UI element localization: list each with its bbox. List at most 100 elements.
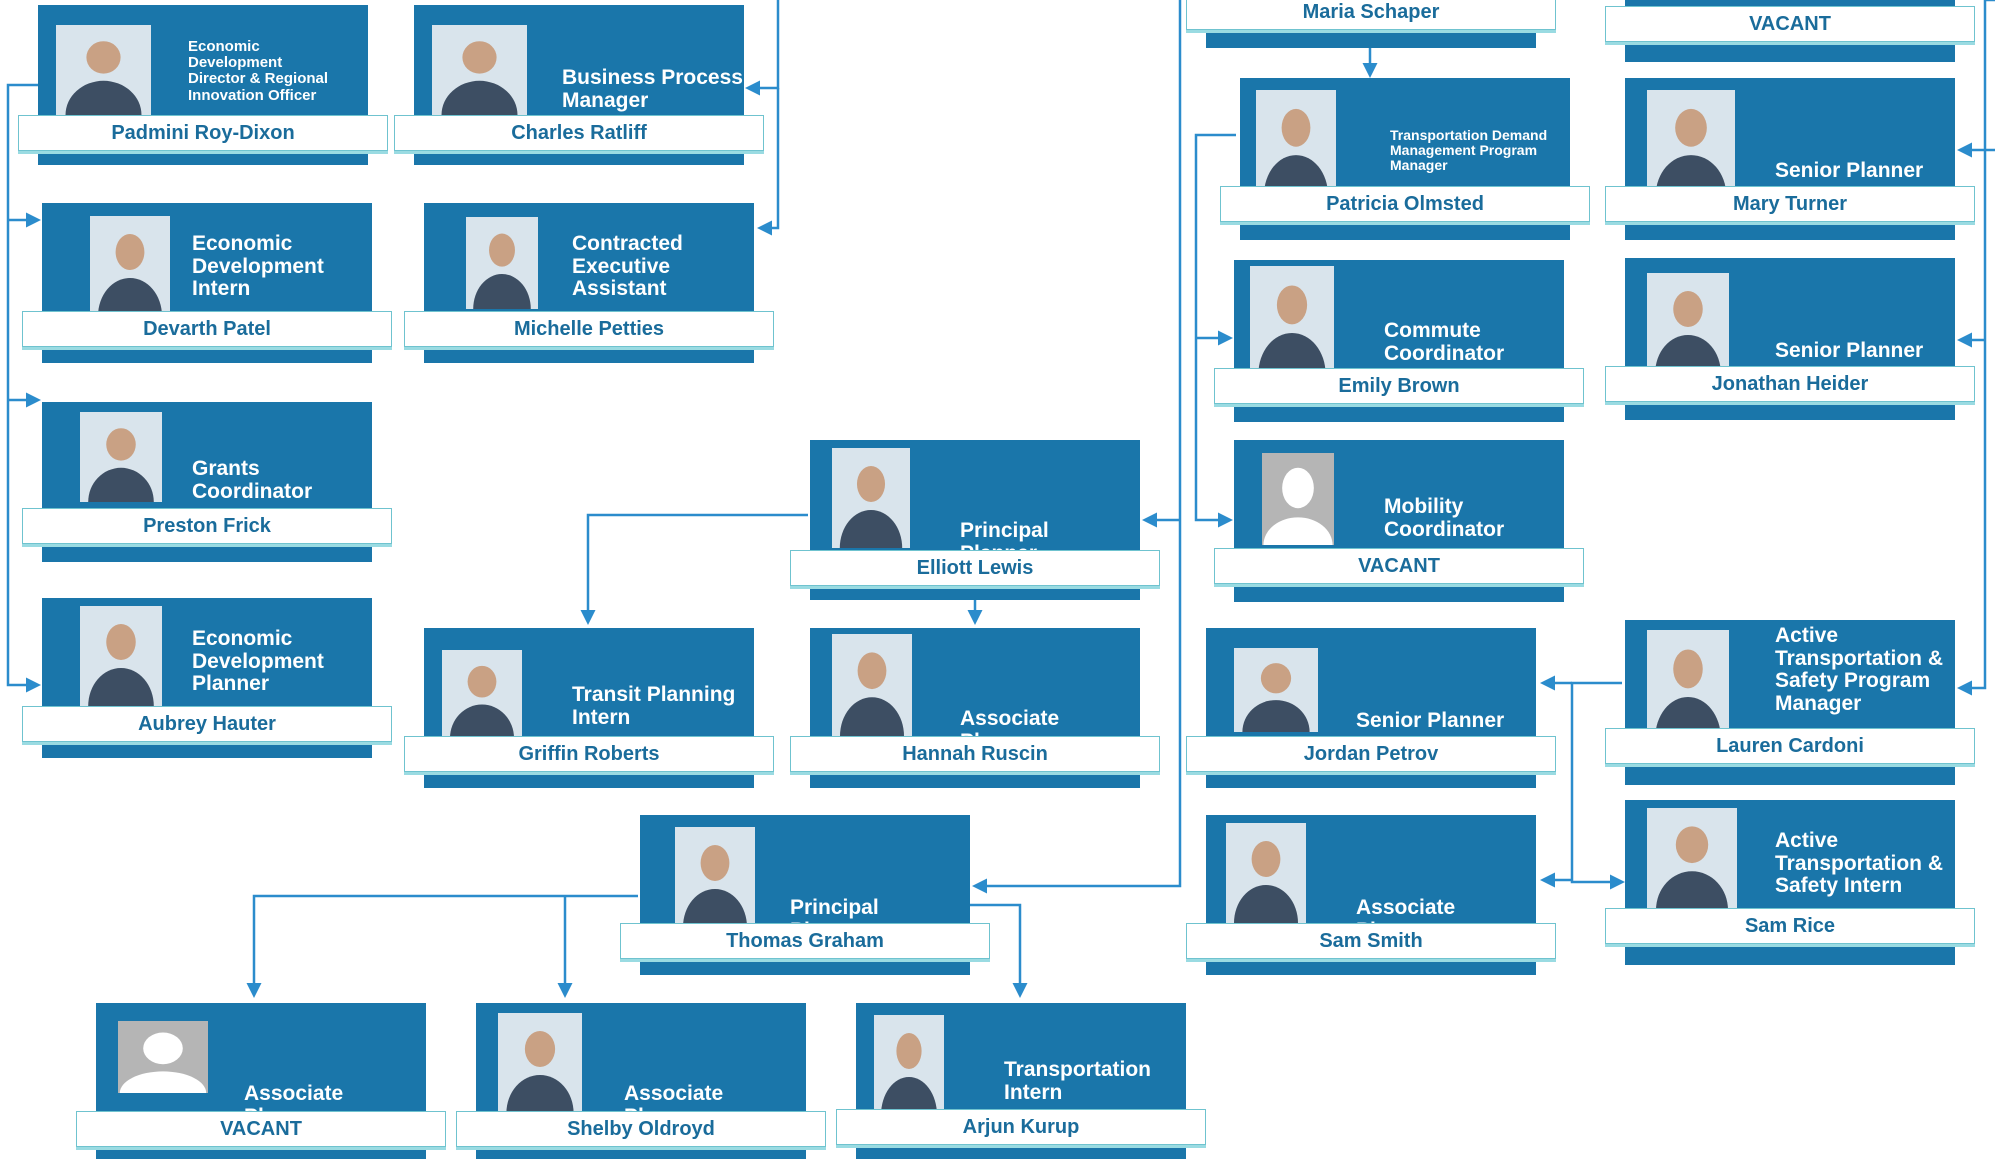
person-photo-icon: [80, 412, 162, 502]
person-card-lauren: Active Transportation & Safety Program M…: [1605, 620, 1975, 785]
person-photo-icon: [80, 606, 162, 706]
name-label: Padmini Roy-Dixon: [18, 115, 388, 151]
name-label: Lauren Cardoni: [1605, 728, 1975, 764]
person-photo: [56, 25, 151, 115]
name-label: Arjun Kurup: [836, 1109, 1206, 1145]
placeholder-avatar-icon: [1262, 453, 1334, 545]
person-photo-icon: [1256, 90, 1336, 195]
role-title: Mobility Coordinator: [1384, 495, 1505, 541]
person-photo-icon: [1647, 273, 1729, 373]
name-label: Charles Ratliff: [394, 115, 764, 151]
person-photo-icon: [1647, 808, 1737, 910]
person-card-padmini: Economic Development Director & Regional…: [18, 5, 388, 165]
role-title: Economic Development Planner: [192, 627, 324, 696]
role-title: Senior Planner: [1775, 339, 1924, 362]
name-label: Jordan Petrov: [1186, 736, 1556, 772]
name-label: Jonathan Heider: [1605, 366, 1975, 402]
person-photo: [1647, 90, 1735, 195]
name-label: Hannah Ruscin: [790, 736, 1160, 772]
name-label: VACANT: [1214, 548, 1584, 584]
person-card-maria: Maria Schaper: [1186, 0, 1556, 48]
person-photo: [498, 1013, 582, 1113]
role-title: Senior Planner: [1356, 709, 1505, 732]
role-title: Senior Planner: [1775, 159, 1924, 182]
person-photo: [874, 1015, 944, 1115]
person-photo: [1647, 273, 1729, 373]
person-photo: [90, 216, 170, 316]
role-title: Contracted Executive Assistant: [572, 232, 683, 301]
person-photo: [118, 1021, 208, 1093]
person-photo-icon: [56, 25, 151, 115]
person-card-shelby: Associate PlannerShelby Oldroyd: [456, 1003, 826, 1159]
person-card-hannah: Associate PlannerHannah Ruscin: [790, 628, 1160, 788]
name-label: Thomas Graham: [620, 923, 990, 959]
person-photo: [675, 827, 755, 927]
name-label: Aubrey Hauter: [22, 706, 392, 742]
person-card-vacant_assoc: Associate PlannerVACANT: [76, 1003, 446, 1159]
person-photo: [1647, 630, 1729, 738]
person-photo-icon: [1234, 648, 1318, 732]
person-photo: [832, 448, 910, 548]
name-label: Emily Brown: [1214, 368, 1584, 404]
person-photo-icon: [498, 1013, 582, 1113]
person-photo-icon: [90, 216, 170, 316]
person-photo: [1256, 90, 1336, 195]
person-card-samsmith: Associate PlannerSam Smith: [1186, 815, 1556, 975]
role-title: Active Transportation & Safety Intern: [1775, 829, 1944, 898]
role-title: Transportation Demand Management Program…: [1390, 127, 1548, 174]
role-title: Business Process Manager: [562, 66, 743, 112]
person-photo: [80, 606, 162, 706]
role-title: Transportation Intern: [1004, 1058, 1152, 1104]
person-photo: [1226, 823, 1306, 923]
name-label: Maria Schaper: [1186, 0, 1556, 30]
person-photo-icon: [832, 448, 910, 548]
person-photo: [1647, 808, 1737, 910]
name-label: Preston Frick: [22, 508, 392, 544]
role-title: Economic Development Director & Regional…: [188, 38, 329, 104]
person-photo-icon: [874, 1015, 944, 1115]
person-photo-icon: [442, 650, 522, 738]
role-title: Commute Coordinator: [1384, 319, 1505, 365]
name-label: Patricia Olmsted: [1220, 186, 1590, 222]
person-photo-icon: [675, 827, 755, 927]
name-label: Sam Smith: [1186, 923, 1556, 959]
person-photo-icon: [1226, 823, 1306, 923]
name-label: Elliott Lewis: [790, 550, 1160, 586]
person-photo: [1234, 648, 1318, 732]
name-label: Mary Turner: [1605, 186, 1975, 222]
role-title: Economic Development Intern: [192, 232, 324, 301]
name-label: Shelby Oldroyd: [456, 1111, 826, 1147]
person-photo: [1262, 453, 1334, 545]
name-label: VACANT: [1605, 6, 1975, 42]
role-title: Transit Planning Intern: [572, 683, 736, 729]
person-photo-icon: [832, 634, 912, 736]
person-photo-icon: [1250, 266, 1334, 374]
person-photo: [432, 25, 527, 115]
name-label: Devarth Patel: [22, 311, 392, 347]
person-photo: [442, 650, 522, 738]
person-photo-icon: [466, 217, 538, 309]
person-photo-icon: [1647, 90, 1735, 195]
person-card-thomas: Principal PlannerThomas Graham: [620, 815, 990, 975]
person-card-vacant_top: VACANT: [1605, 0, 1975, 62]
name-label: Sam Rice: [1605, 908, 1975, 944]
person-card-elliott: Principal PlannerElliott Lewis: [790, 440, 1160, 600]
person-photo: [832, 634, 912, 736]
person-photo: [1250, 266, 1334, 374]
person-photo: [466, 217, 538, 309]
name-label: Griffin Roberts: [404, 736, 774, 772]
name-label: Michelle Petties: [404, 311, 774, 347]
